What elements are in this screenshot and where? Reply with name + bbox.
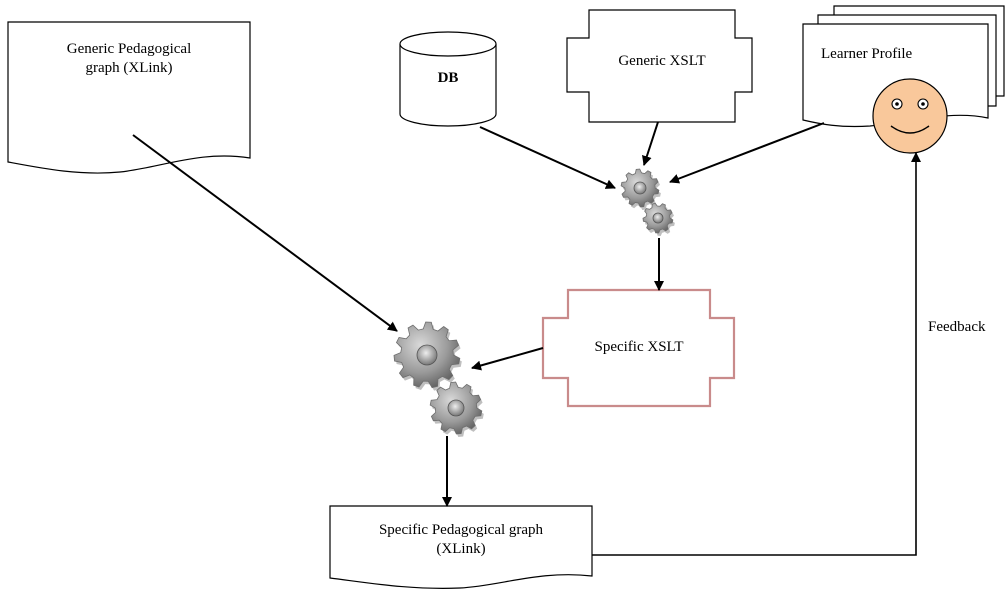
- generic-graph-label-line2: graph (XLink): [85, 60, 173, 76]
- learner-profile-stack-shape: [802, 5, 1005, 128]
- arrow-learner-profile-to-gears: [669, 122, 825, 184]
- db-cylinder-shape: [399, 31, 497, 127]
- db-label: DB: [437, 70, 459, 86]
- specific-graph-label-line1: Specific Pedagogical graph: [378, 522, 544, 538]
- generic-graph-document-shape: [7, 21, 251, 174]
- gear-icon-bottom-large: [393, 321, 462, 391]
- arrow-db-to-gears: [479, 126, 616, 189]
- arrow-specific-xslt-to-gears: [471, 347, 544, 371]
- gear-icon-top-small: [642, 202, 675, 236]
- learner-profile-label: Learner Profile: [821, 46, 913, 62]
- specific-xslt-label: Specific XSLT: [594, 339, 684, 355]
- generic-graph-label-line1: Generic Pedagogical: [66, 41, 192, 57]
- smiley-face-icon: [872, 78, 948, 154]
- generic-xslt-label: Generic XSLT: [618, 53, 706, 69]
- arrow-generic-xslt-to-gears: [642, 121, 659, 166]
- specific-xslt-shape: [541, 288, 736, 408]
- gear-icon-top-large: [620, 168, 661, 210]
- generic-graph-label: Generic Pedagogical graph (XLink): [10, 40, 248, 78]
- specific-graph-label-line2: (XLink): [436, 541, 486, 557]
- specific-graph-label: Specific Pedagogical graph (XLink): [332, 521, 590, 559]
- gear-icon-bottom-small: [429, 381, 484, 437]
- specific-graph-document-shape: [329, 505, 593, 589]
- feedback-label: Feedback: [928, 319, 986, 335]
- arrow-feedback: [592, 152, 921, 556]
- arrow-generic-graph-to-gears: [132, 134, 398, 332]
- generic-xslt-shape: [566, 9, 753, 123]
